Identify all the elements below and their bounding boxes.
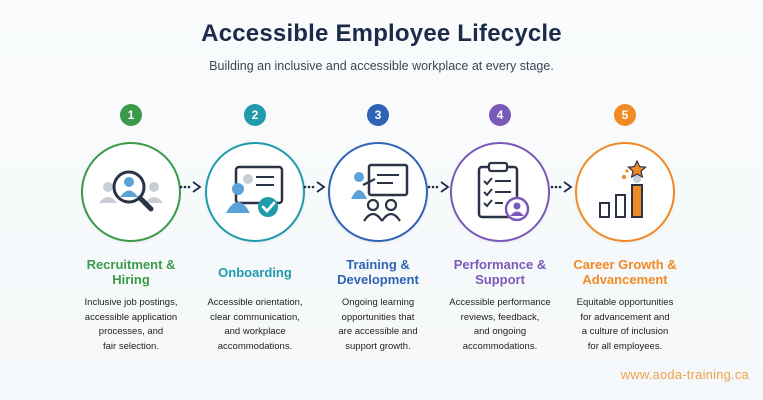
checklist-clipboard-icon [477,161,530,222]
stage-label: Performance & Support [453,257,547,287]
dotted-arrow-icon [303,181,326,193]
stage-icon-circle [450,142,550,242]
dotted-arrow-icon [179,181,202,193]
magnifier-person-icon [99,170,163,212]
page-title: Accessible Employee Lifecycle [201,20,562,47]
step-number-badge: 2 [244,104,266,126]
stage-description: Accessible orientation, clear communicat… [207,297,303,352]
stage-onboarding: 2 Onboarding Accessible orientation, cle… [190,104,320,352]
stage-icon-circle [81,142,181,242]
stage-label: Onboarding [218,265,292,280]
stage-description: Ongoing learning opportunities that are … [338,297,418,352]
page-subtitle: Building an inclusive and accessible wor… [209,59,554,73]
stage-description: Inclusive job postings, accessible appli… [84,297,178,352]
step-number-badge: 5 [614,104,636,126]
stage-icon-circle [575,142,675,242]
stage-recruitment: 1 Recruitment & Hiring Inclusive job pos… [66,104,196,352]
growth-chart-star-icon [599,159,648,218]
stage-description: Equitable opportunities for advancement … [576,297,674,352]
presentation-board-icon [351,163,409,222]
step-number-badge: 1 [120,104,142,126]
stage-performance: 4 Performance & Support Accessible perfo… [435,104,565,352]
onboarding-board-icon [226,165,284,217]
dotted-arrow-icon [427,181,450,193]
stage-label: Recruitment & Hiring [86,257,176,287]
step-number-badge: 3 [367,104,389,126]
stage-career-growth: 5 Career Growth & Advancement Equitable … [560,104,690,352]
stage-training: 3 Training & Development Ongoing learnin… [313,104,443,352]
stage-icon-circle [205,142,305,242]
stage-label: Training & Development [337,257,419,287]
step-number-badge: 4 [489,104,511,126]
stage-label: Career Growth & Advancement [573,257,677,287]
dotted-arrow-icon [550,181,573,193]
stage-icon-circle [328,142,428,242]
stage-description: Accessible performance reviews, feedback… [449,297,551,352]
watermark-url: www.aoda-training.ca [620,367,749,382]
